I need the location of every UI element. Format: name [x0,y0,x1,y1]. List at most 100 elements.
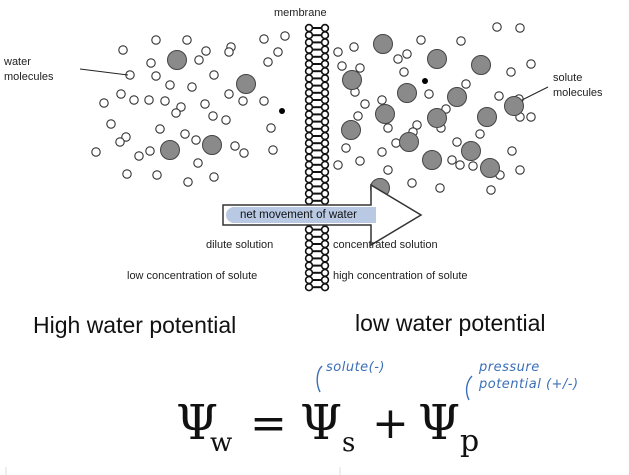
solute-molecules-label: solute molecules [553,72,603,99]
water-molecule [151,71,161,81]
membrane-bead [320,146,330,155]
membrane-bead [320,182,330,191]
solute-molecule [477,107,497,127]
water-molecule [230,141,240,151]
water-molecule [122,169,132,179]
membrane-label: membrane [274,7,327,19]
water-molecule [160,96,170,106]
membrane-bead [320,66,330,76]
solute-molecule [471,55,491,75]
solute-molecule [202,135,222,155]
water-molecule [492,22,502,32]
pressure-annotation-line2: potential (+/-) [479,377,579,392]
membrane-bead [304,232,314,242]
membrane-bead [304,182,314,191]
solute-pointer-line [521,86,549,101]
solute-molecule [160,140,180,160]
water-molecule [209,172,219,182]
solute-molecule [341,120,361,140]
membrane-bead [304,268,314,277]
water-molecule [407,178,417,188]
membrane-bead [320,189,330,198]
pressure-annotation-line1: pressure [479,360,540,375]
solute-molecule [397,83,417,103]
water-molecule [506,67,516,77]
membrane-bead [304,261,314,270]
membrane-bead [320,160,330,170]
water-molecule [201,46,211,56]
water-molecule [259,96,269,106]
membrane-bead [304,247,314,256]
membrane-bead [320,232,330,242]
membrane-bead [304,81,314,90]
water-molecule [224,89,234,99]
water-molecule [333,160,343,170]
net-movement-label: net movement of water [240,209,357,221]
water-molecule [353,111,363,121]
water-molecule [116,89,126,99]
water-molecule [121,132,131,142]
water-molecule [468,161,478,171]
membrane-bead [320,175,330,184]
membrane-bead [320,38,330,47]
water-molecule [355,63,365,73]
water-molecule [118,45,128,55]
membrane-bead [320,268,330,277]
water-molecule [355,156,365,166]
membrane-bead [320,124,330,134]
membrane-bead [320,88,330,98]
water-molecule [209,70,219,80]
water-molecule [171,108,181,118]
water-molecule [280,31,290,41]
membrane-bead [320,81,330,90]
low-water-potential-heading: low water potential [355,310,546,336]
water-molecule [377,95,387,105]
water-molecule [377,147,387,157]
membrane-bead [320,52,330,61]
membrane-bead [304,175,314,184]
water-molecule [515,23,525,33]
membrane-bead [304,52,314,61]
membrane [304,23,330,292]
membrane-bead [304,74,314,83]
solute-molecule [399,132,419,152]
membrane-bead [320,23,330,33]
solute-molecule [342,70,362,90]
subscript-p: p [460,424,480,459]
membrane-bead [304,196,314,206]
membrane-bead [320,275,330,285]
water-molecule [435,183,445,193]
membrane-bead [320,139,330,148]
membrane-bead [320,247,330,256]
water-molecule [494,91,504,101]
water-molecule [393,54,403,64]
water-molecule [515,165,525,175]
membrane-bead [304,102,314,112]
membrane-bead [320,31,330,40]
solute-molecule [427,49,447,69]
water-pointer-line [79,68,129,76]
water-molecule [183,177,193,187]
water-molecule [180,129,190,139]
membrane-bead [320,45,330,54]
water-molecule [155,124,165,134]
membrane-bead [320,95,330,105]
water-molecule [146,58,156,68]
water-molecule [145,146,155,156]
water-molecule [447,155,457,165]
water-molecule [144,95,154,105]
high-concentration-label: high concentration of solute [333,270,468,282]
water-molecules-label: water molecules [4,56,54,83]
solute-hook-icon [316,365,323,393]
solute-molecule [375,104,395,124]
water-molecule [239,148,249,158]
water-molecule [91,147,101,157]
solute-molecules [160,34,524,198]
membrane-bead [320,74,330,83]
solute-annotation: solute(-) [326,360,386,375]
water-molecule [416,35,426,45]
psi-p-symbol: Ψ [418,395,461,451]
water-molecule [129,95,139,105]
water-molecule [259,34,269,44]
